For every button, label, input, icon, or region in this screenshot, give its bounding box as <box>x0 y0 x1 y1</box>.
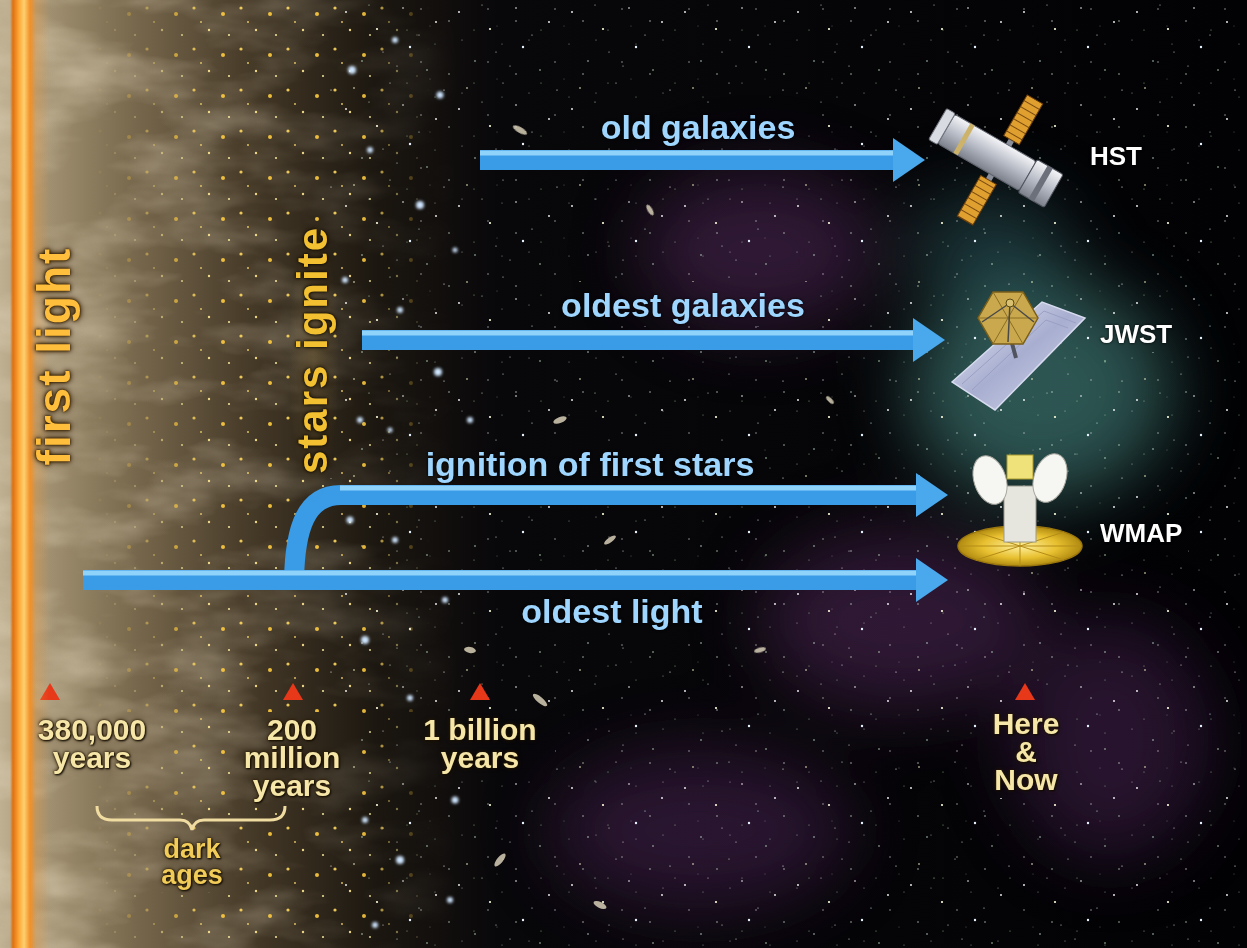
probe-body <box>1004 486 1036 542</box>
yellow-star-clusters <box>90 0 430 948</box>
arrow-body <box>362 330 914 350</box>
band-label: first light <box>31 247 77 466</box>
arrow-highlight <box>480 151 893 156</box>
timeline-markers <box>40 683 1035 700</box>
arrow-label: old galaxies <box>601 110 796 144</box>
telescope-label: HST <box>1090 143 1142 169</box>
telescope-tube <box>938 114 1036 190</box>
arrow-old-galaxies <box>480 138 925 182</box>
arrow-label: oldest galaxies <box>561 288 805 322</box>
aft-panel <box>1029 166 1053 202</box>
arrow-body <box>340 485 917 505</box>
primary-mirror <box>978 292 1038 344</box>
aft-shroud <box>1018 160 1063 208</box>
stars-ignite-band: stars ignite <box>288 215 340 505</box>
time-label: Here & Now <box>984 710 1069 794</box>
secondary-struts <box>982 303 1034 342</box>
star-field-fine <box>330 0 1247 948</box>
time-marker <box>1015 683 1035 700</box>
arrow-highlight <box>340 486 916 491</box>
arrow-oldest-galaxies <box>362 318 945 362</box>
star-field <box>90 0 1247 948</box>
blue-stars <box>342 37 473 928</box>
telescope-label: JWST <box>1100 321 1172 347</box>
reflector <box>1027 449 1073 506</box>
band-label: stars ignite <box>292 226 334 474</box>
arrow-branch-curve <box>294 495 341 580</box>
arrow-head <box>893 138 925 182</box>
webb-telescope <box>952 292 1085 410</box>
secondary-mirror <box>1006 299 1014 307</box>
arrow-body <box>480 150 894 170</box>
hst-telescope: HST <box>925 95 1150 230</box>
arrow-label: ignition of first stars <box>426 447 755 481</box>
foil-band <box>953 123 974 155</box>
arrow-label: oldest light <box>521 594 702 628</box>
time-label: 1 billion years <box>405 716 555 772</box>
wmap-telescope: WMAP <box>948 440 1193 600</box>
early-gas-haze <box>0 0 460 948</box>
solar-panel <box>1004 95 1043 145</box>
era-label: dark ages <box>152 836 232 888</box>
solar-panel <box>957 175 996 225</box>
aperture-door <box>929 108 956 144</box>
time-label: 380,000 years <box>27 716 157 772</box>
time-label: 200 million years <box>232 716 352 800</box>
arrow-head <box>913 318 945 362</box>
reflector <box>967 451 1013 508</box>
arrow-highlight <box>362 331 913 336</box>
instrument-box <box>1007 455 1033 479</box>
time-marker <box>470 683 490 700</box>
jwst-telescope: JWST <box>945 285 1178 425</box>
arrow-head <box>916 473 948 517</box>
time-marker <box>283 683 303 700</box>
dark-ages-brace <box>97 806 285 830</box>
arrow-connector <box>83 558 948 602</box>
arrow-highlight <box>83 571 916 576</box>
star-field-green <box>400 0 1247 948</box>
arrow-head <box>916 558 948 602</box>
first-light-band: first light <box>10 0 83 948</box>
wmap-probe <box>958 449 1082 566</box>
mirror-segments <box>978 292 1038 344</box>
hubble-telescope <box>903 63 1089 251</box>
telescope-label: WMAP <box>1100 520 1182 546</box>
arrow-body <box>83 570 917 590</box>
distant-galaxies <box>464 123 835 910</box>
